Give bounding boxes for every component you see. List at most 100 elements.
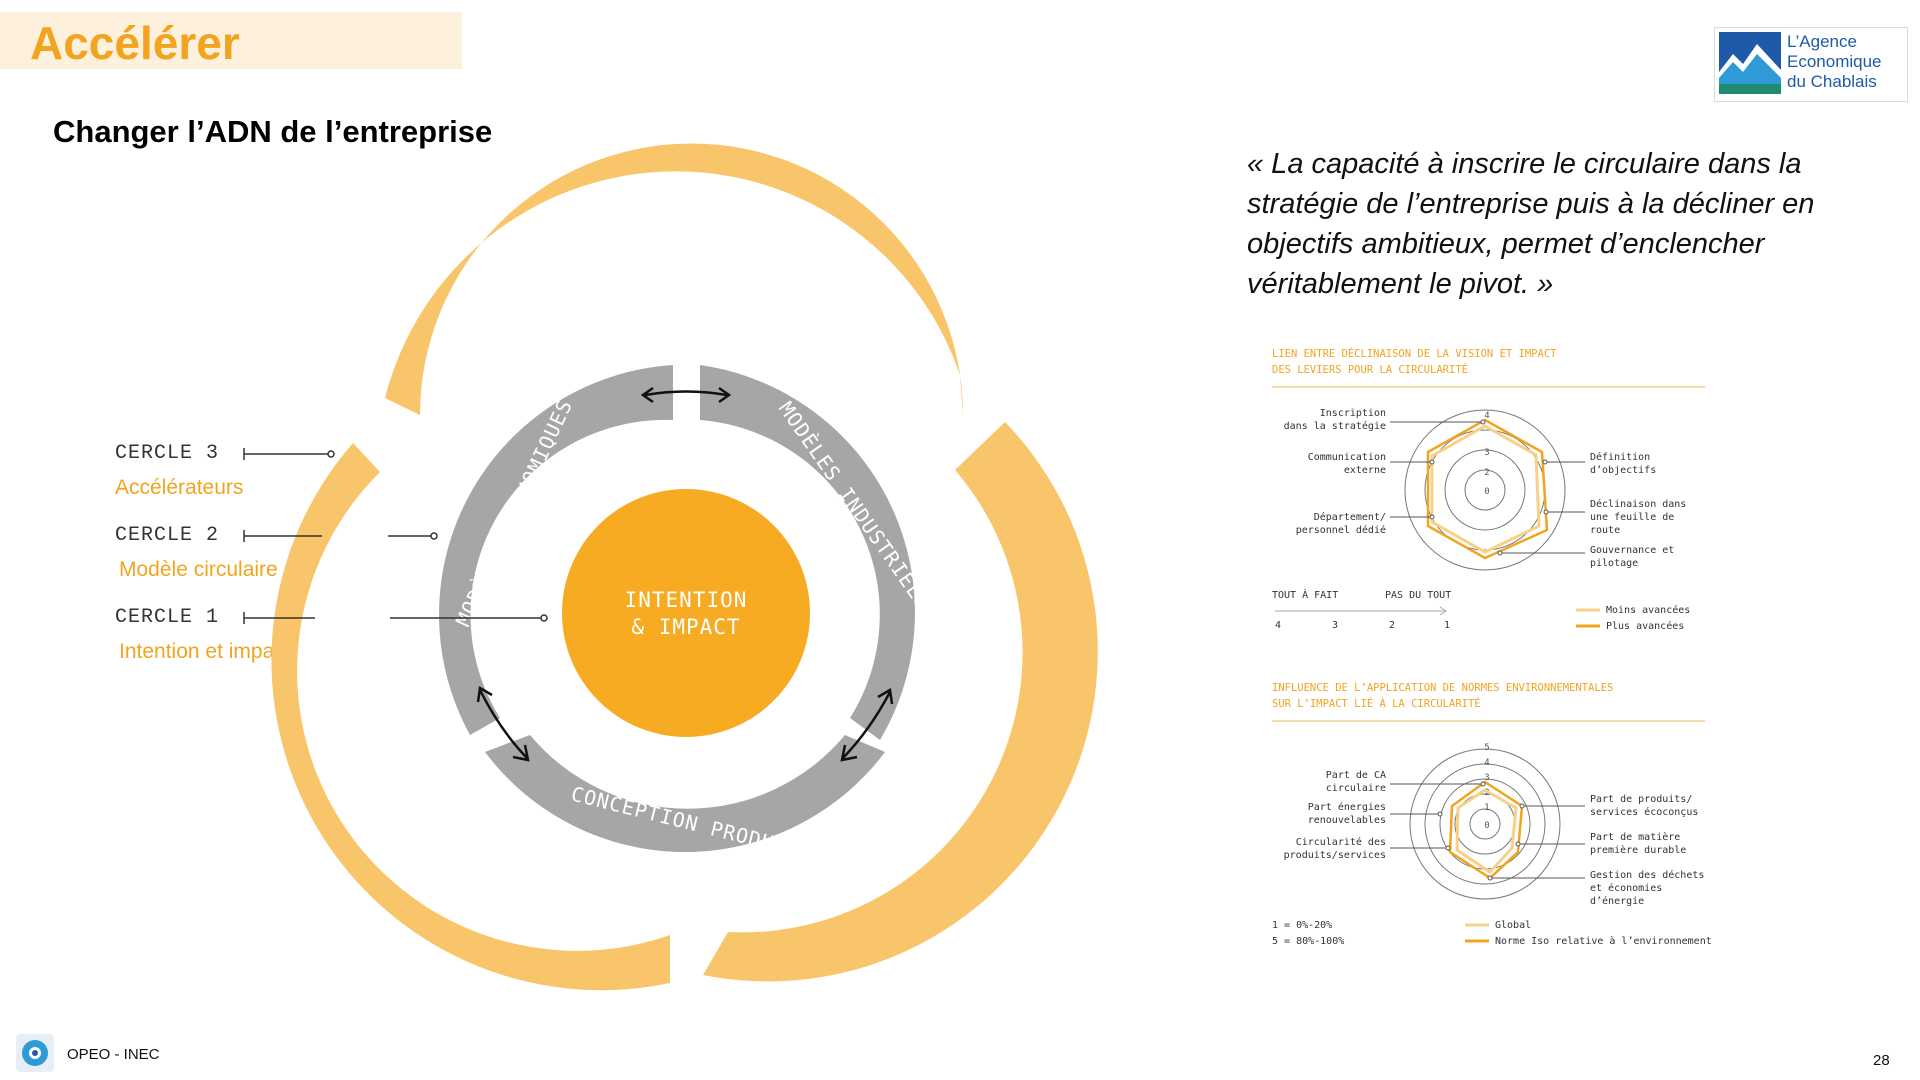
agency-name: L’Agence Economique du Chablais (1787, 32, 1882, 92)
opeo-logo-icon (16, 1034, 54, 1072)
radar-chart-2: INFLUENCE DE L’APPLICATION DE NORMES ENV… (1272, 682, 1712, 947)
radar2-axis-energies-l1: Part énergies (1308, 801, 1386, 813)
radar1-axis-communication-l2: externe (1344, 465, 1386, 476)
radar2-axis-ca-l1: Part de CA (1326, 770, 1386, 781)
legend-circle2-sub: Modèle circulaire (119, 558, 278, 581)
center-circle (562, 489, 810, 737)
radar1-scale-3: 3 (1332, 620, 1338, 631)
arrow-right-head1 (877, 687, 894, 705)
radar2-scale-note1: 1 = 0%-20% (1272, 920, 1332, 931)
radar-chart-1: LIEN ENTRE DÉCLINAISON DE LA VISION ET I… (1272, 347, 1705, 632)
radar1-legend-plus: Plus avancées (1606, 620, 1684, 632)
radar1-series-plus (1426, 418, 1549, 560)
radar1-scale-1: 1 (1444, 620, 1450, 631)
radar1-ring-4 (1404, 409, 1566, 571)
label-agilite-execution: AGILITÉ D’EXÉCUTION (340, 632, 447, 873)
radar1-axis-definition-l1: Définition (1590, 451, 1650, 463)
section-title: Accélérer (30, 17, 240, 69)
legend-circle1-sub: Intention et impact (119, 640, 291, 663)
radar2-axis-dechets-l1: Gestion des déchets (1590, 869, 1704, 881)
footer-org: OPEO - INEC (67, 1046, 160, 1063)
page-number: 28 (1873, 1052, 1890, 1069)
radar1-axis-gouvernance-l1: Gouvernance et (1590, 545, 1674, 556)
agency-name-line3: du Chablais (1787, 72, 1877, 91)
radar2-axis-circularite-l1: Circularité des (1296, 836, 1386, 848)
radar1-tick-0: 0 (1484, 487, 1489, 497)
quote-text: « La capacité à inscrire le circulaire d… (1247, 148, 1815, 300)
arrow-top (644, 390, 728, 397)
radar1-scale-left: TOUT À FAIT (1272, 588, 1338, 601)
radar1-axis-definition-l2: d’objectifs (1590, 465, 1656, 476)
radar2-tick-5: 5 (1484, 743, 1489, 753)
arrow-right-head2 (840, 744, 858, 762)
connector-circle3-dot (327, 450, 335, 458)
middle-segment-industriels (700, 365, 915, 740)
radar2-axis-circularite-l2: produits/services (1284, 850, 1386, 861)
outer-segment-innovation (703, 422, 1098, 982)
legend-circle3-sub: Accélérateurs (115, 476, 244, 499)
radar1-scale-2: 2 (1389, 620, 1395, 631)
arrow-left-head1 (476, 685, 493, 703)
middle-ring (439, 365, 915, 852)
legend-circle3-title: CERCLE 3 (115, 442, 220, 465)
agency-name-line2: Economique (1787, 52, 1882, 71)
radar2-axis-energies-l2: renouvelables (1308, 815, 1386, 826)
center-label-line2: & IMPACT (631, 615, 740, 639)
radar1-ring-1 (1464, 469, 1506, 511)
radar2-tick-2: 2 (1484, 788, 1489, 798)
legend-circle3: CERCLE 3 Accélérateurs (115, 442, 243, 500)
agency-logo: L’Agence Economique du Chablais (1714, 27, 1908, 102)
radar1-title-line2: DES LEVIERS POUR LA CIRCULARITÉ (1272, 363, 1468, 376)
radar1-axis-declinaison-l1: Déclinaison dans (1590, 498, 1686, 510)
legend-circle2: CERCLE 2 Modèle circulaire (115, 524, 278, 582)
arrow-right (842, 691, 892, 759)
arrow-top-left-head (640, 386, 654, 404)
center-label-line1: INTENTION (625, 588, 748, 612)
radar1-tick-2: 2 (1484, 468, 1489, 478)
radar2-axis-dechets-l3: d’énergie (1590, 895, 1644, 907)
radar2-axis-produits-l2: services écoconçus (1590, 806, 1698, 818)
radar2-axis-dechets-l2: et économies (1590, 882, 1662, 894)
radar2-title-line1: INFLUENCE DE L’APPLICATION DE NORMES ENV… (1272, 682, 1613, 694)
connector-circle2-dot (430, 532, 438, 540)
radar2-legend-iso: Norme Iso relative à l’environnement (1495, 935, 1712, 947)
radar2-tick-0: 0 (1484, 821, 1489, 831)
radar2-legend-global: Global (1495, 920, 1531, 931)
legend-circle1-title: CERCLE 1 (115, 606, 220, 629)
radar2-series-global (1455, 788, 1518, 874)
outer-ring (271, 143, 1098, 991)
radar2-axis-produits-l1: Part de produits/ (1590, 794, 1692, 805)
middle-segment-conception (485, 735, 885, 852)
radar1-axis-inscription-l2: dans la stratégie (1284, 420, 1386, 432)
mountain-logo-icon (1719, 32, 1781, 94)
arrow-left (478, 689, 528, 759)
legend-circle1: CERCLE 1 Intention et impact (115, 606, 291, 664)
radar2-axis-ca-l2: circulaire (1326, 783, 1386, 794)
radar2-tick-1: 1 (1484, 803, 1489, 813)
radar1-scale-right: PAS DU TOUT (1385, 590, 1451, 601)
radar2-ring-5 (1409, 748, 1561, 900)
section-banner: Accélérer (0, 12, 462, 69)
radar1-title-line1: LIEN ENTRE DÉCLINAISON DE LA VISION ET I… (1272, 347, 1557, 360)
arrow-left-head2 (512, 744, 530, 762)
legend-circle2-title: CERCLE 2 (115, 524, 220, 547)
radar1-axis-declinaison-l2: une feuille de (1590, 512, 1674, 523)
agency-name-line1: L’Agence (1787, 32, 1857, 51)
radar1-tick-3: 3 (1484, 448, 1489, 458)
radar1-axis-gouvernance-l2: pilotage (1590, 558, 1638, 569)
radar2-tick-4: 4 (1484, 758, 1489, 768)
middle-segment-economiques (439, 365, 673, 735)
radar1-axis-departement-l2: personnel dédié (1296, 524, 1386, 536)
radar2-ring-1 (1469, 808, 1501, 840)
flow-arrows (476, 386, 894, 762)
radar2-title-line2: SUR L’IMPACT LIÉ À LA CIRCULARITÉ (1272, 697, 1481, 710)
label-ecosystemes-etendus: ECOSYSTÈMES ÉTENDUS (557, 238, 805, 305)
radar1-legend-moins: Moins avancées (1606, 604, 1690, 616)
radar2-scale-note2: 5 = 80%-100% (1272, 936, 1344, 947)
radar2-axis-matiere-l1: Part de matière (1590, 831, 1680, 843)
radar1-ring-2 (1444, 449, 1526, 531)
radar1-scale-4: 4 (1275, 620, 1281, 631)
slide-subtitle: Changer l’ADN de l’entreprise (53, 114, 493, 149)
connector-circle1-dot (540, 614, 548, 622)
